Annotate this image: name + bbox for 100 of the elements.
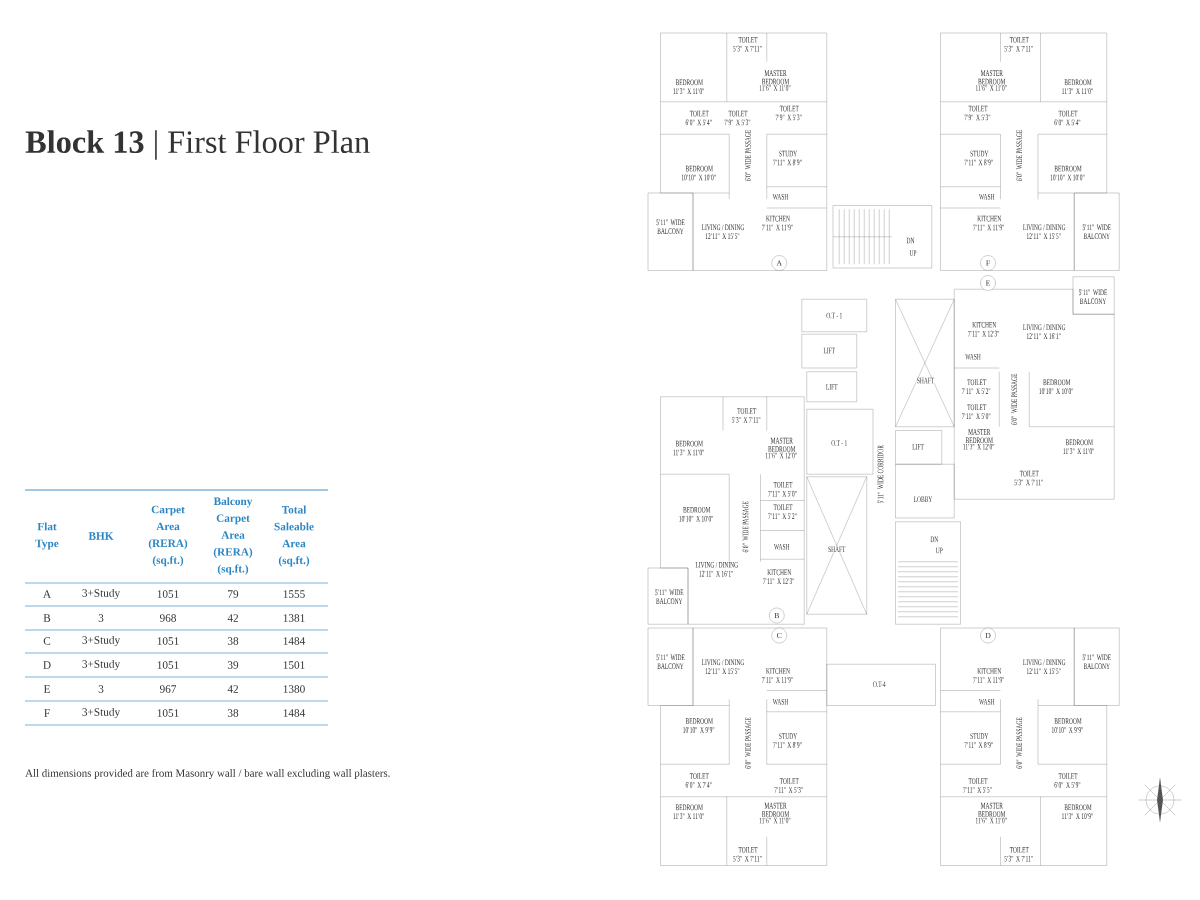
table-cell: D [43,661,51,669]
balcony-label: BALCONY [657,663,684,670]
table-cell: 1051 [157,637,179,645]
table-cell: 1051 [157,709,179,717]
room-label: KITCHEN [972,321,997,328]
room-dimension: 7'11" X 5'0" [767,490,799,497]
room-label: MASTER BEDROOM [965,428,994,444]
room-dimension: 11'3" X 11'0" [1061,88,1095,95]
room-label: STUDY [969,150,989,157]
room-label: KITCHEN [765,668,791,675]
table-cell: 1484 [283,637,306,645]
room-dimension: 7'11" X 5'5" [962,786,994,793]
table-cell: 3 [98,614,104,622]
room-label: LIVING / DINING [701,659,745,666]
room-dimension: 12'11" X 15'5" [1026,233,1063,240]
room-label: BEDROOM [1064,804,1092,811]
room-label: BEDROOM [675,440,704,447]
room-label: SHAFT [827,546,846,553]
room-dimension: 7'11" X 8'9" [772,741,804,748]
room-label: TOILET [1058,110,1078,117]
room-dimension: 10'10" X 10'0" [678,515,715,522]
room-dimension: 11'3" X 12'0" [962,443,996,450]
room-dimension: 11'6" X 11'0" [758,84,793,91]
room-dimension: 7'11" X 5'0" [961,413,993,420]
room-dimension: 5'3" X 7'11" [732,45,764,52]
table-cell: 3+Study [82,588,121,600]
room-label: LIFT [912,443,924,450]
room-dimension: 11'3" X 11'0" [672,88,706,95]
room-dimension: 11'3" X 10'9" [1061,813,1095,820]
balcony-label: 5'11" WIDE [1078,289,1108,296]
balcony-label: 5'11" WIDE [1082,654,1112,661]
column-header: BHK [88,532,114,540]
room-label: TOILET [967,379,987,386]
room-dimension: 7'11" X 5'2" [767,513,799,520]
table-cell: 1484 [283,709,306,717]
room-label: UP [909,250,917,256]
room-dimension: 7'11" X 11'9" [972,224,1006,231]
room-label: MASTER BEDROOM [767,437,797,453]
room-label: LIVING / DINING [701,224,745,231]
room-label: BEDROOM [1054,718,1082,725]
room-label: STUDY [778,733,798,740]
table-cell: 38 [227,709,239,717]
room-dimension: 12'11" X 15'5" [705,233,741,240]
room-label: KITCHEN [765,215,791,222]
room-dimension: 10'10" X 10'0" [1038,388,1075,395]
room-label: TOILET [1019,470,1039,477]
table-cell: 39 [227,661,239,669]
room-dimension: 10'10" X 10'0" [681,174,718,181]
room-label: LOBBY [913,496,933,503]
room-dimension: 12'11" X 15'5" [705,668,741,675]
room-label: TOILET [689,110,709,117]
room-label: TOILET [773,504,793,511]
table-cell: E [43,685,50,693]
room-label: BEDROOM [685,165,714,172]
table-cell: 3+Study [82,707,121,719]
balcony-label: BALCONY [655,598,683,605]
room-label: BEDROOM [675,79,704,86]
room-dimension: 7'11" X 11'9" [761,676,795,683]
room-label: MASTER BEDROOM [977,802,1007,818]
passage-label: 6'0" WIDE PASSAGE [744,129,752,182]
room-dimension: 7'11" X 8'9" [964,741,995,748]
passage-label: 6'0" WIDE PASSAGE [744,717,752,769]
room-label: WASH [978,698,995,705]
table-cell: 968 [159,614,176,622]
table-cell: 42 [227,685,238,693]
room-label: BEDROOM [1042,379,1071,386]
column-header: Balcony Carpet Area (RERA) (sq.ft.) [213,497,253,575]
passage-label: 6'0" WIDE PASSAGE [742,500,749,553]
room-label: TOILET [738,36,758,43]
room-label: TOILET [728,110,748,117]
room-dimension: 5'3" X 7'11" [1014,479,1045,486]
room-label: LIVING / DINING [1022,224,1066,231]
room-label: WASH [772,193,789,200]
room-dimension: 7'11" X 12'3" [967,330,1001,337]
room-label: DN [906,237,915,244]
room-label: MASTER BEDROOM [761,70,790,85]
room-label: UP [935,547,943,554]
passage-label: 6'0" WIDE PASSAGE [1016,129,1023,182]
room-label: SHAFT [916,377,935,384]
passage-label: 6'0" WIDE PASSAGE [1016,717,1023,769]
room-label: KITCHEN [767,569,792,576]
column-header: Carpet Area (RERA) (sq.ft.) [148,505,188,567]
room-label: LIVING / DINING [1022,324,1066,331]
room-dimension: 6'0" X 5'9" [1054,781,1082,788]
room-label: WASH [978,193,995,200]
room-dimension: 5'3" X 7'11" [731,416,763,423]
room-dimension: 11'3" X 11'0" [672,449,706,456]
table-cell: 1051 [157,590,179,598]
room-dimension: 7'11" X 11'9" [972,676,1006,683]
room-label: WASH [773,543,790,550]
room-label: TOILET [968,105,988,112]
room-label: BEDROOM [1065,439,1094,446]
room-label: STUDY [969,733,989,740]
balcony-label: 5'11" WIDE [655,654,686,661]
room-dimension: 7'9" X 5'3" [964,114,992,121]
room-dimension: 11'3" X 11'0" [672,813,706,820]
title: Block 13 | First Floor Plan [25,130,370,160]
room-dimension: 6'0" X 5'4" [1054,119,1082,126]
table-cell: 1380 [283,685,305,693]
column-header: Total Saleable Area (sq.ft.) [274,505,314,567]
